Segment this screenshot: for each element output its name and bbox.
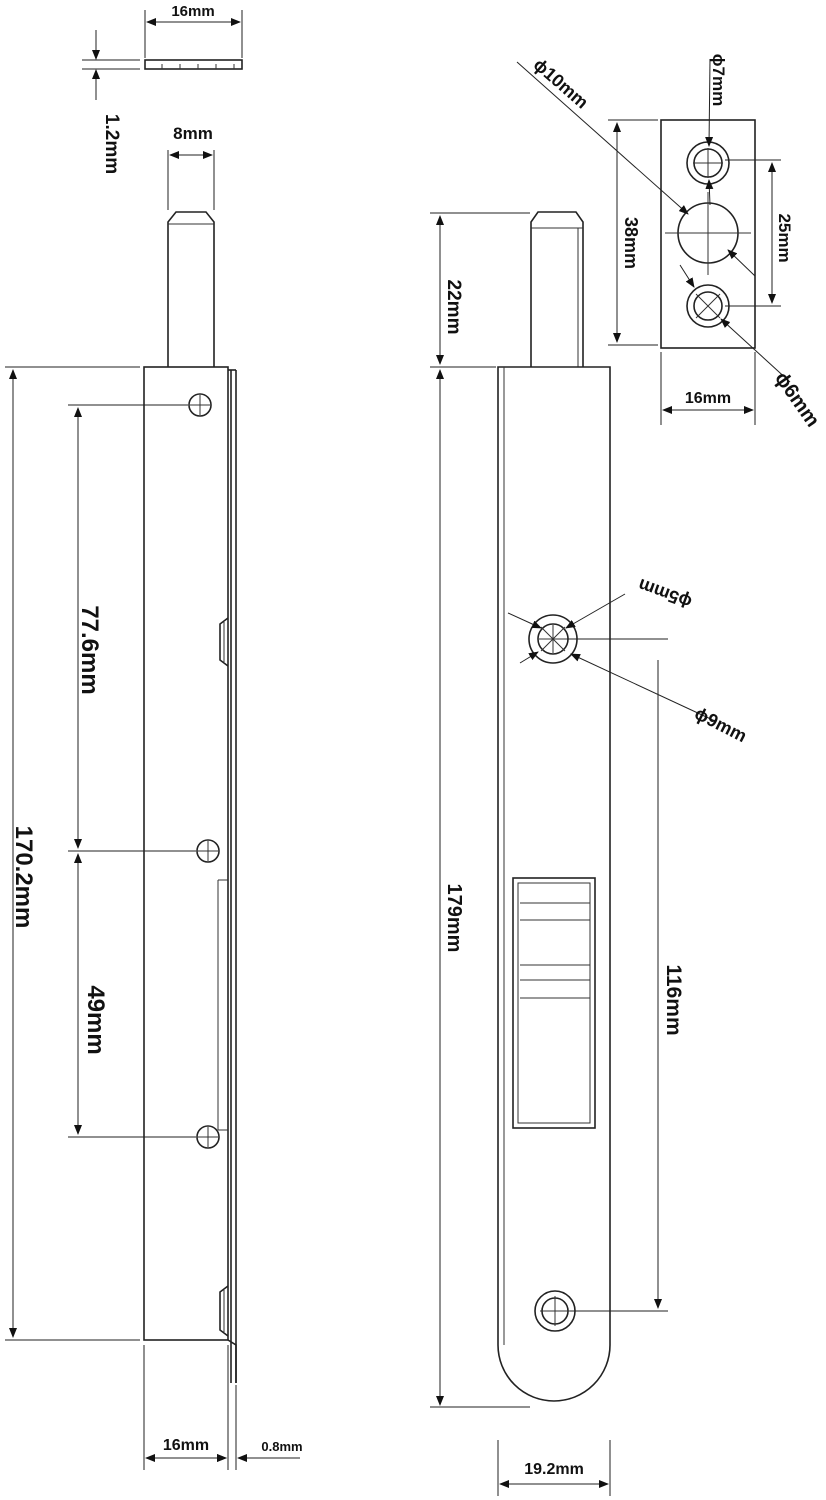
side-thickness-label: 1.2mm (101, 114, 122, 174)
keeper-dimensions (516, 59, 791, 425)
side-top-profile (82, 10, 243, 100)
front-dimensions (430, 212, 716, 1496)
front-bolt (530, 211, 584, 367)
side-top-width-label: 16mm (171, 3, 214, 20)
side-hole-bottom (196, 1125, 220, 1149)
front-total-length-label: 179mm (443, 884, 465, 953)
side-dimensions (5, 366, 300, 1470)
side-body (143, 366, 237, 1383)
side-hole-middle (196, 839, 220, 863)
side-bottom-width-label: 16mm (163, 1437, 209, 1454)
front-countersink-label: ϕ9mm (691, 703, 750, 746)
keeper-large-hole-label: ϕ10mm (530, 54, 593, 112)
side-hole-gap-b-label: 49mm (82, 985, 109, 1054)
front-slider-slot (512, 877, 596, 1129)
side-hole-top (188, 393, 212, 417)
keeper-top-hole (686, 141, 730, 185)
side-plate-thickness-label: 0.8mm (261, 1439, 302, 1454)
side-bolt-width-label: 8mm (173, 124, 213, 143)
side-view: 16mm 1.2mm 8mm 77.6mm 49mm 170.2mm 16mm … (5, 3, 303, 1470)
side-hole-gap-a-label: 77.6mm (76, 605, 103, 694)
front-bottom-hole (534, 1290, 576, 1332)
keeper-bottom-hole-label: ϕ6mm (770, 368, 823, 431)
keeper-top-hole-label: ϕ7mm (709, 54, 728, 106)
keeper-length-label: 38mm (621, 217, 641, 269)
keeper-width-label: 16mm (685, 390, 731, 407)
keeper-plate: 38mm 25mm 16mm ϕ7mm ϕ10mm ϕ6mm (516, 54, 824, 431)
front-body (497, 366, 611, 1402)
side-bolt (167, 150, 215, 367)
front-hole-spacing-label: 116mm (662, 964, 685, 1035)
front-bolt-extension-label: 22mm (443, 280, 464, 335)
keeper-hole-spacing-label: 25mm (775, 213, 794, 262)
side-total-length-label: 170.2mm (10, 826, 37, 929)
front-width-label: 19.2mm (524, 1461, 584, 1478)
front-small-hole-label: ϕ5mm (635, 575, 694, 613)
keeper-large-hole (665, 192, 751, 275)
